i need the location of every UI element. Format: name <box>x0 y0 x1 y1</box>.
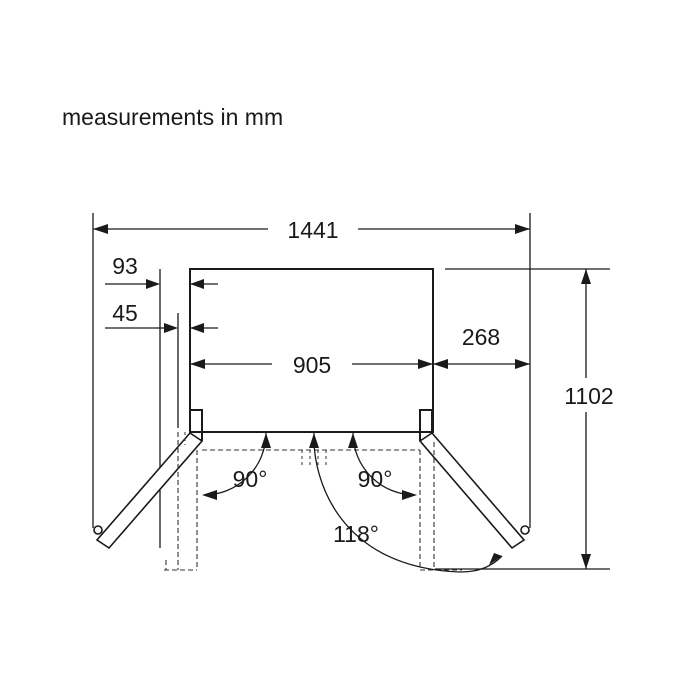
angle-right-118: 118° <box>309 432 503 573</box>
door-left <box>93 431 204 550</box>
angle-left-90: 90° <box>202 432 271 500</box>
dim-depth-label: 1102 <box>564 383 613 409</box>
dim-left-outer-label: 93 <box>112 253 138 279</box>
door-dashed-outlines <box>164 432 462 571</box>
angle-right-label: 90° <box>358 466 393 492</box>
fridge-body <box>189 268 434 433</box>
dim-total-width: 1441 <box>92 213 531 528</box>
dim-left-inner-label: 45 <box>112 300 138 326</box>
dim-body-width: 905 <box>190 352 433 378</box>
angle-right-90: 90° <box>348 432 417 500</box>
dim-total-width-label: 1441 <box>287 217 338 243</box>
dim-right-offset: 268 <box>433 324 530 369</box>
dim-depth: 1102 <box>435 268 614 570</box>
dim-body-width-label: 905 <box>293 352 331 378</box>
dim-left-offsets: 93 45 <box>105 253 218 548</box>
door-right <box>418 431 530 550</box>
angle-right-max-label: 118° <box>333 521 379 547</box>
angle-left-label: 90° <box>233 466 268 492</box>
diagram-heading: measurements in mm <box>62 104 283 130</box>
dim-right-offset-label: 268 <box>462 324 500 350</box>
